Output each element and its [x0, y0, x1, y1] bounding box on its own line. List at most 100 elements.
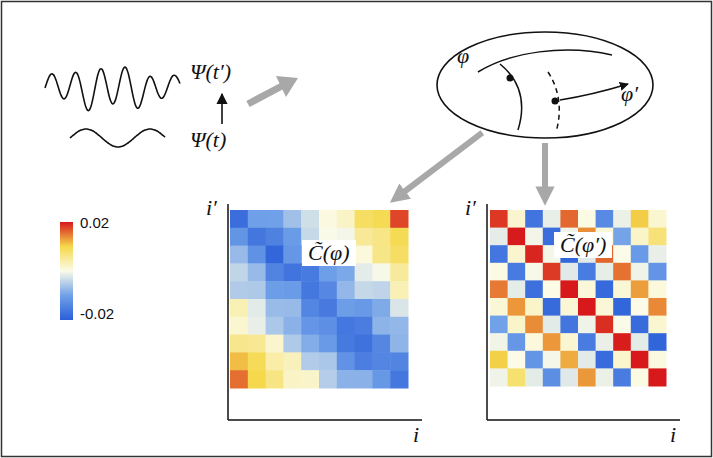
heatmap-cell: [525, 228, 543, 246]
heatmap-cell: [230, 370, 248, 388]
heatmap-cell: [230, 317, 248, 335]
time-arrow: [221, 94, 223, 124]
heatmap-cell: [230, 281, 248, 299]
heatmap-cell: [543, 263, 561, 281]
heatmap-cell: [390, 317, 408, 335]
heatmap-cell: [596, 263, 614, 281]
heatmap-cell: [337, 370, 355, 388]
heatmap-cell: [248, 246, 266, 264]
heatmap-cell: [578, 263, 596, 281]
heatmap-cell: [355, 228, 373, 246]
axis-label: i′: [465, 196, 476, 220]
heatmap-cell: [230, 210, 248, 228]
heatmap-cell: [372, 299, 390, 317]
heatmap-cell: [390, 335, 408, 353]
heatmap-cell: [390, 281, 408, 299]
heatmap-cell: [230, 246, 248, 264]
heatmap-cell: [337, 335, 355, 353]
state-dot: [552, 98, 559, 105]
axis-label: i′: [206, 196, 217, 220]
heatmap-cell: [631, 280, 649, 298]
node-shape: [230, 210, 408, 388]
heatmap-cell: [390, 246, 408, 264]
heatmap-cell: [248, 228, 266, 246]
heatmap-cell: [560, 351, 578, 369]
heatmap-cell: [613, 298, 631, 316]
heatmap-cell: [648, 368, 666, 386]
heatmap-cell: [631, 316, 649, 334]
heatmap-cell: [301, 210, 319, 228]
heatmap-cell: [508, 210, 526, 228]
heatmap-cell: [560, 210, 578, 228]
heatmap-cell: [390, 228, 408, 246]
heatmap-cell: [248, 352, 266, 370]
heatmap-cell: [648, 316, 666, 334]
heatmap-cell: [266, 281, 284, 299]
flow-arrow: [396, 133, 482, 198]
heatmap-cell: [578, 368, 596, 386]
manifold-outline: [437, 32, 653, 138]
heatmap-axes: [228, 204, 680, 420]
heatmap-cell: [390, 263, 408, 281]
heatmap-cell: [248, 263, 266, 281]
state-manifold: φφ′: [435, 30, 655, 140]
heatmap-cell: [596, 368, 614, 386]
axis-label: i: [670, 423, 676, 447]
heatmap-cell: [248, 210, 266, 228]
heatmap-cell: [301, 352, 319, 370]
heatmap-cell: [560, 333, 578, 351]
heatmap-cell: [283, 335, 301, 353]
colorbar: [60, 222, 73, 320]
heatmap-cell: [543, 316, 561, 334]
heatmap-cell: [355, 317, 373, 335]
heatmap-cell: [508, 368, 526, 386]
heatmap-cell: [355, 263, 373, 281]
heatmap-cell: [490, 298, 508, 316]
flow-arrow: [542, 143, 548, 198]
heatmap-cell: [525, 210, 543, 228]
heatmap-cell: [525, 263, 543, 281]
heatmap-cell: [525, 245, 543, 263]
heatmap-cell: [508, 245, 526, 263]
heatmap-cell: [283, 317, 301, 335]
heatmap-cell: [372, 370, 390, 388]
state-label: Ψ(t): [190, 128, 226, 152]
heatmap-cell: [508, 263, 526, 281]
heatmap-cell: [613, 333, 631, 351]
heatmap-cell: [631, 351, 649, 369]
heatmap-cell: [337, 281, 355, 299]
heatmap-cell: [508, 316, 526, 334]
axis-label: i: [413, 423, 419, 447]
heatmap-cell: [372, 281, 390, 299]
heatmap-cell: [283, 263, 301, 281]
heatmap-cell: [525, 280, 543, 298]
heatmap-cell: [613, 368, 631, 386]
heatmap-cell: [230, 352, 248, 370]
heatmap-cell: [319, 335, 337, 353]
heatmap-cell: [631, 368, 649, 386]
heatmap-cell: [560, 368, 578, 386]
heatmap-cell: [390, 352, 408, 370]
heatmap-cell: [648, 210, 666, 228]
heatmap-cell: [596, 280, 614, 298]
heatmap-cell: [266, 317, 284, 335]
heatmap-cell: [596, 210, 614, 228]
state-label: φ: [457, 44, 469, 68]
heatmap-cell: [631, 210, 649, 228]
heatmap-cell: [543, 351, 561, 369]
wave-sketches: [45, 67, 180, 147]
heatmap-cell: [283, 281, 301, 299]
heatmap-cell: [337, 317, 355, 335]
heatmap-cell: [248, 317, 266, 335]
heatmap-cell: [355, 335, 373, 353]
heatmap-cell: [613, 316, 631, 334]
heatmap-cell: [596, 316, 614, 334]
heatmap-cell: [372, 352, 390, 370]
heatmap-cell: [560, 263, 578, 281]
heatmap-cell: [648, 245, 666, 263]
matrix-label: C̃(φ): [302, 240, 356, 266]
heatmap-cell: [319, 317, 337, 335]
heatmap-cell: [337, 352, 355, 370]
heatmap-cell: [355, 352, 373, 370]
heatmap-cell: [508, 351, 526, 369]
